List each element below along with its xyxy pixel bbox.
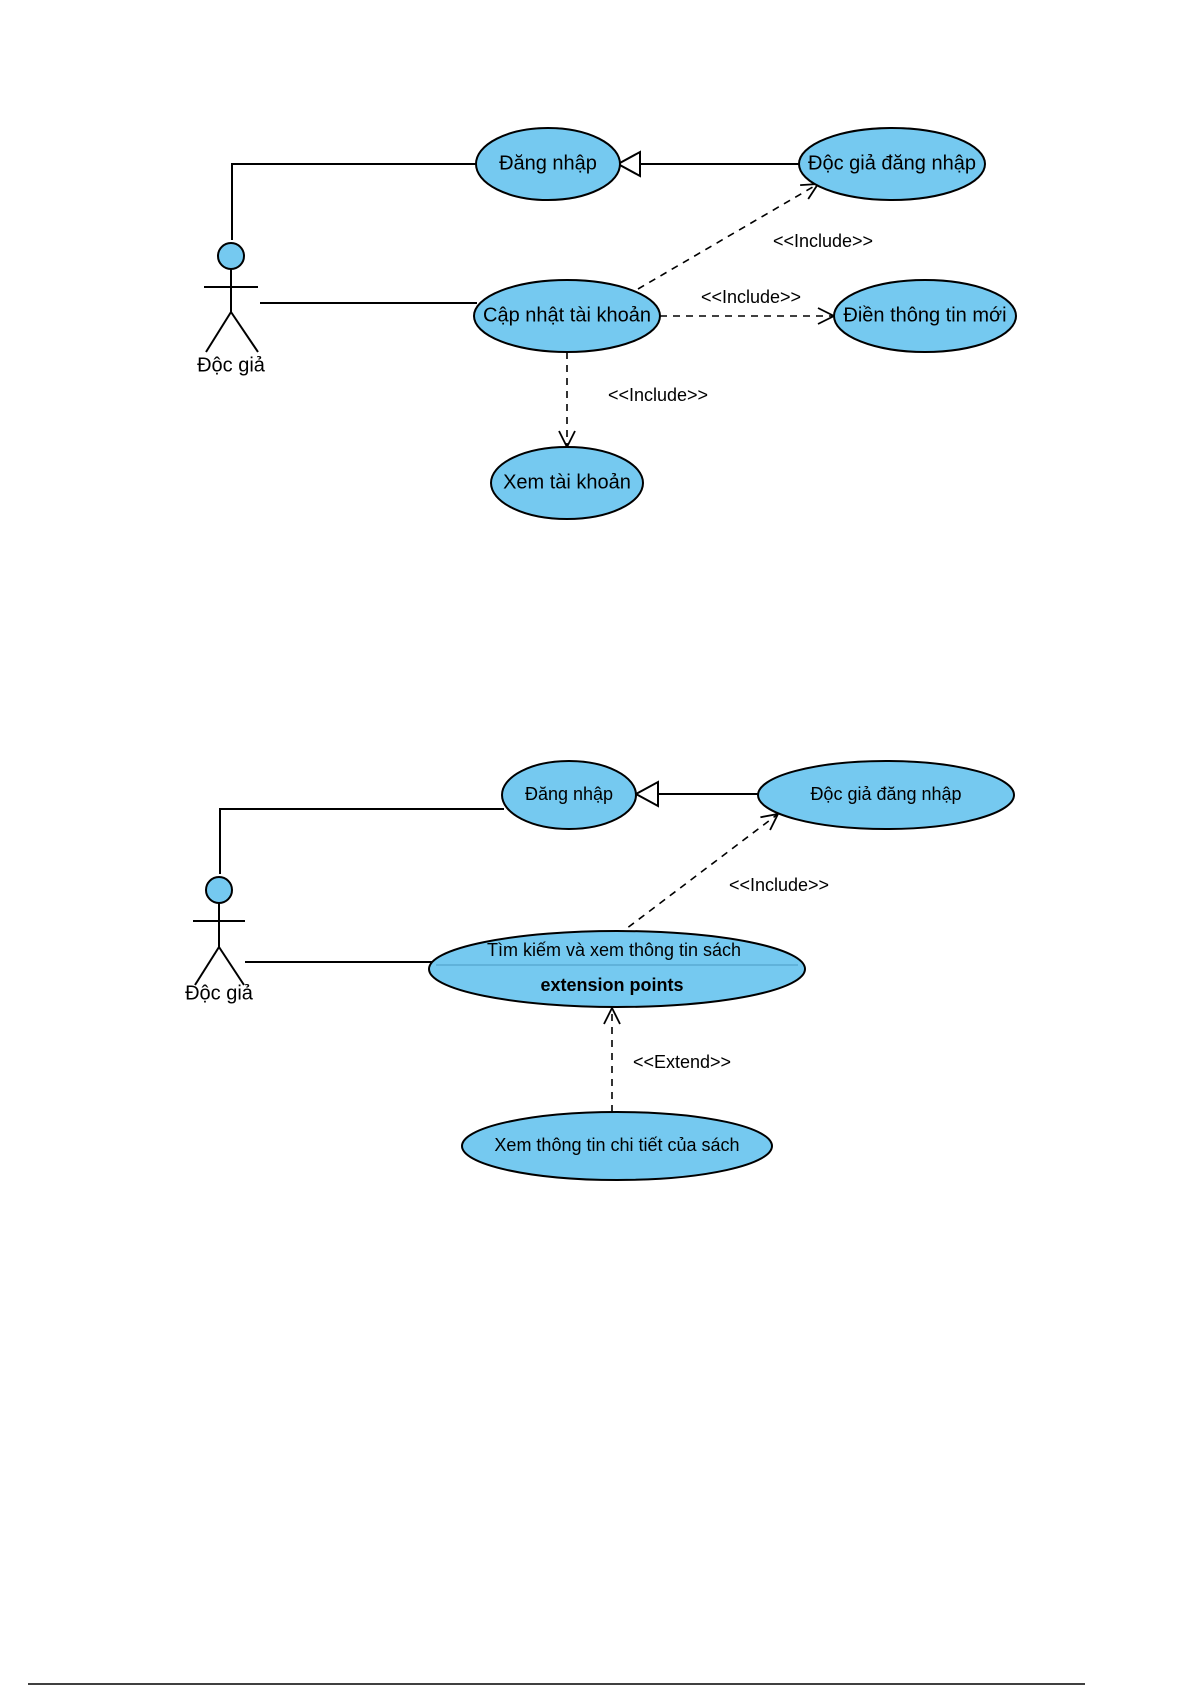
include-label-2: <<Include>> — [701, 287, 801, 307]
usecase-label: Xem thông tin chi tiết của sách — [494, 1135, 739, 1155]
usecase-xem-tai-khoan[interactable]: Xem tài khoản — [491, 447, 643, 519]
include-label-4: <<Include>> — [729, 875, 829, 895]
extension-points-label: extension points — [540, 975, 683, 995]
usecase-label: Tìm kiếm và xem thông tin sách — [487, 940, 741, 960]
usecase-dang-nhap-1[interactable]: Đăng nhập — [476, 128, 620, 200]
usecase-label: Đăng nhập — [499, 152, 597, 174]
actor-leg-left — [206, 312, 231, 352]
usecase-tim-kiem-xem-thong-tin-sach[interactable]: Tìm kiếm và xem thông tin sách extension… — [429, 931, 805, 1007]
actor-leg-right — [219, 947, 244, 985]
usecase-label: Đăng nhập — [525, 784, 613, 804]
actor-head — [218, 243, 244, 269]
usecase-dien-thong-tin-moi[interactable]: Điền thông tin mới — [834, 280, 1016, 352]
association-actor-login-2 — [220, 809, 504, 874]
actor-label: Độc giả — [185, 982, 254, 1004]
actor-leg-left — [195, 947, 219, 985]
extend-label: <<Extend>> — [633, 1052, 731, 1072]
generalization-arrowhead — [618, 152, 640, 176]
actor-doc-gia-2[interactable]: Độc giả — [185, 877, 254, 1004]
generalization-arrowhead-2 — [636, 782, 658, 806]
usecase-diagram-1: Độc giả <<Include>> <<Include>> <<Includ… — [197, 128, 1016, 519]
usecase-doc-gia-dang-nhap-1[interactable]: Độc giả đăng nhập — [799, 128, 985, 200]
actor-doc-gia-1[interactable]: Độc giả — [197, 243, 266, 376]
usecase-xem-thong-tin-chi-tiet[interactable]: Xem thông tin chi tiết của sách — [462, 1112, 772, 1180]
association-actor-login — [232, 164, 476, 240]
usecase-label: Độc giả đăng nhập — [808, 152, 976, 174]
usecase-label: Điền thông tin mới — [843, 304, 1006, 326]
usecase-label: Độc giả đăng nhập — [810, 784, 961, 804]
actor-label: Độc giả — [197, 354, 266, 376]
usecase-diagram-2: Độc giả <<Include>> <<Extend>> Đăng nhập… — [185, 761, 1014, 1180]
include-label-3: <<Include>> — [608, 385, 708, 405]
include-label-1: <<Include>> — [773, 231, 873, 251]
usecase-label: Cập nhật tài khoản — [483, 304, 651, 326]
usecase-doc-gia-dang-nhap-2[interactable]: Độc giả đăng nhập — [758, 761, 1014, 829]
usecase-dang-nhap-2[interactable]: Đăng nhập — [502, 761, 636, 829]
actor-leg-right — [231, 312, 258, 352]
usecase-label: Xem tài khoản — [503, 471, 631, 493]
usecase-cap-nhat-tai-khoan[interactable]: Cập nhật tài khoản — [474, 280, 660, 352]
actor-head — [206, 877, 232, 903]
